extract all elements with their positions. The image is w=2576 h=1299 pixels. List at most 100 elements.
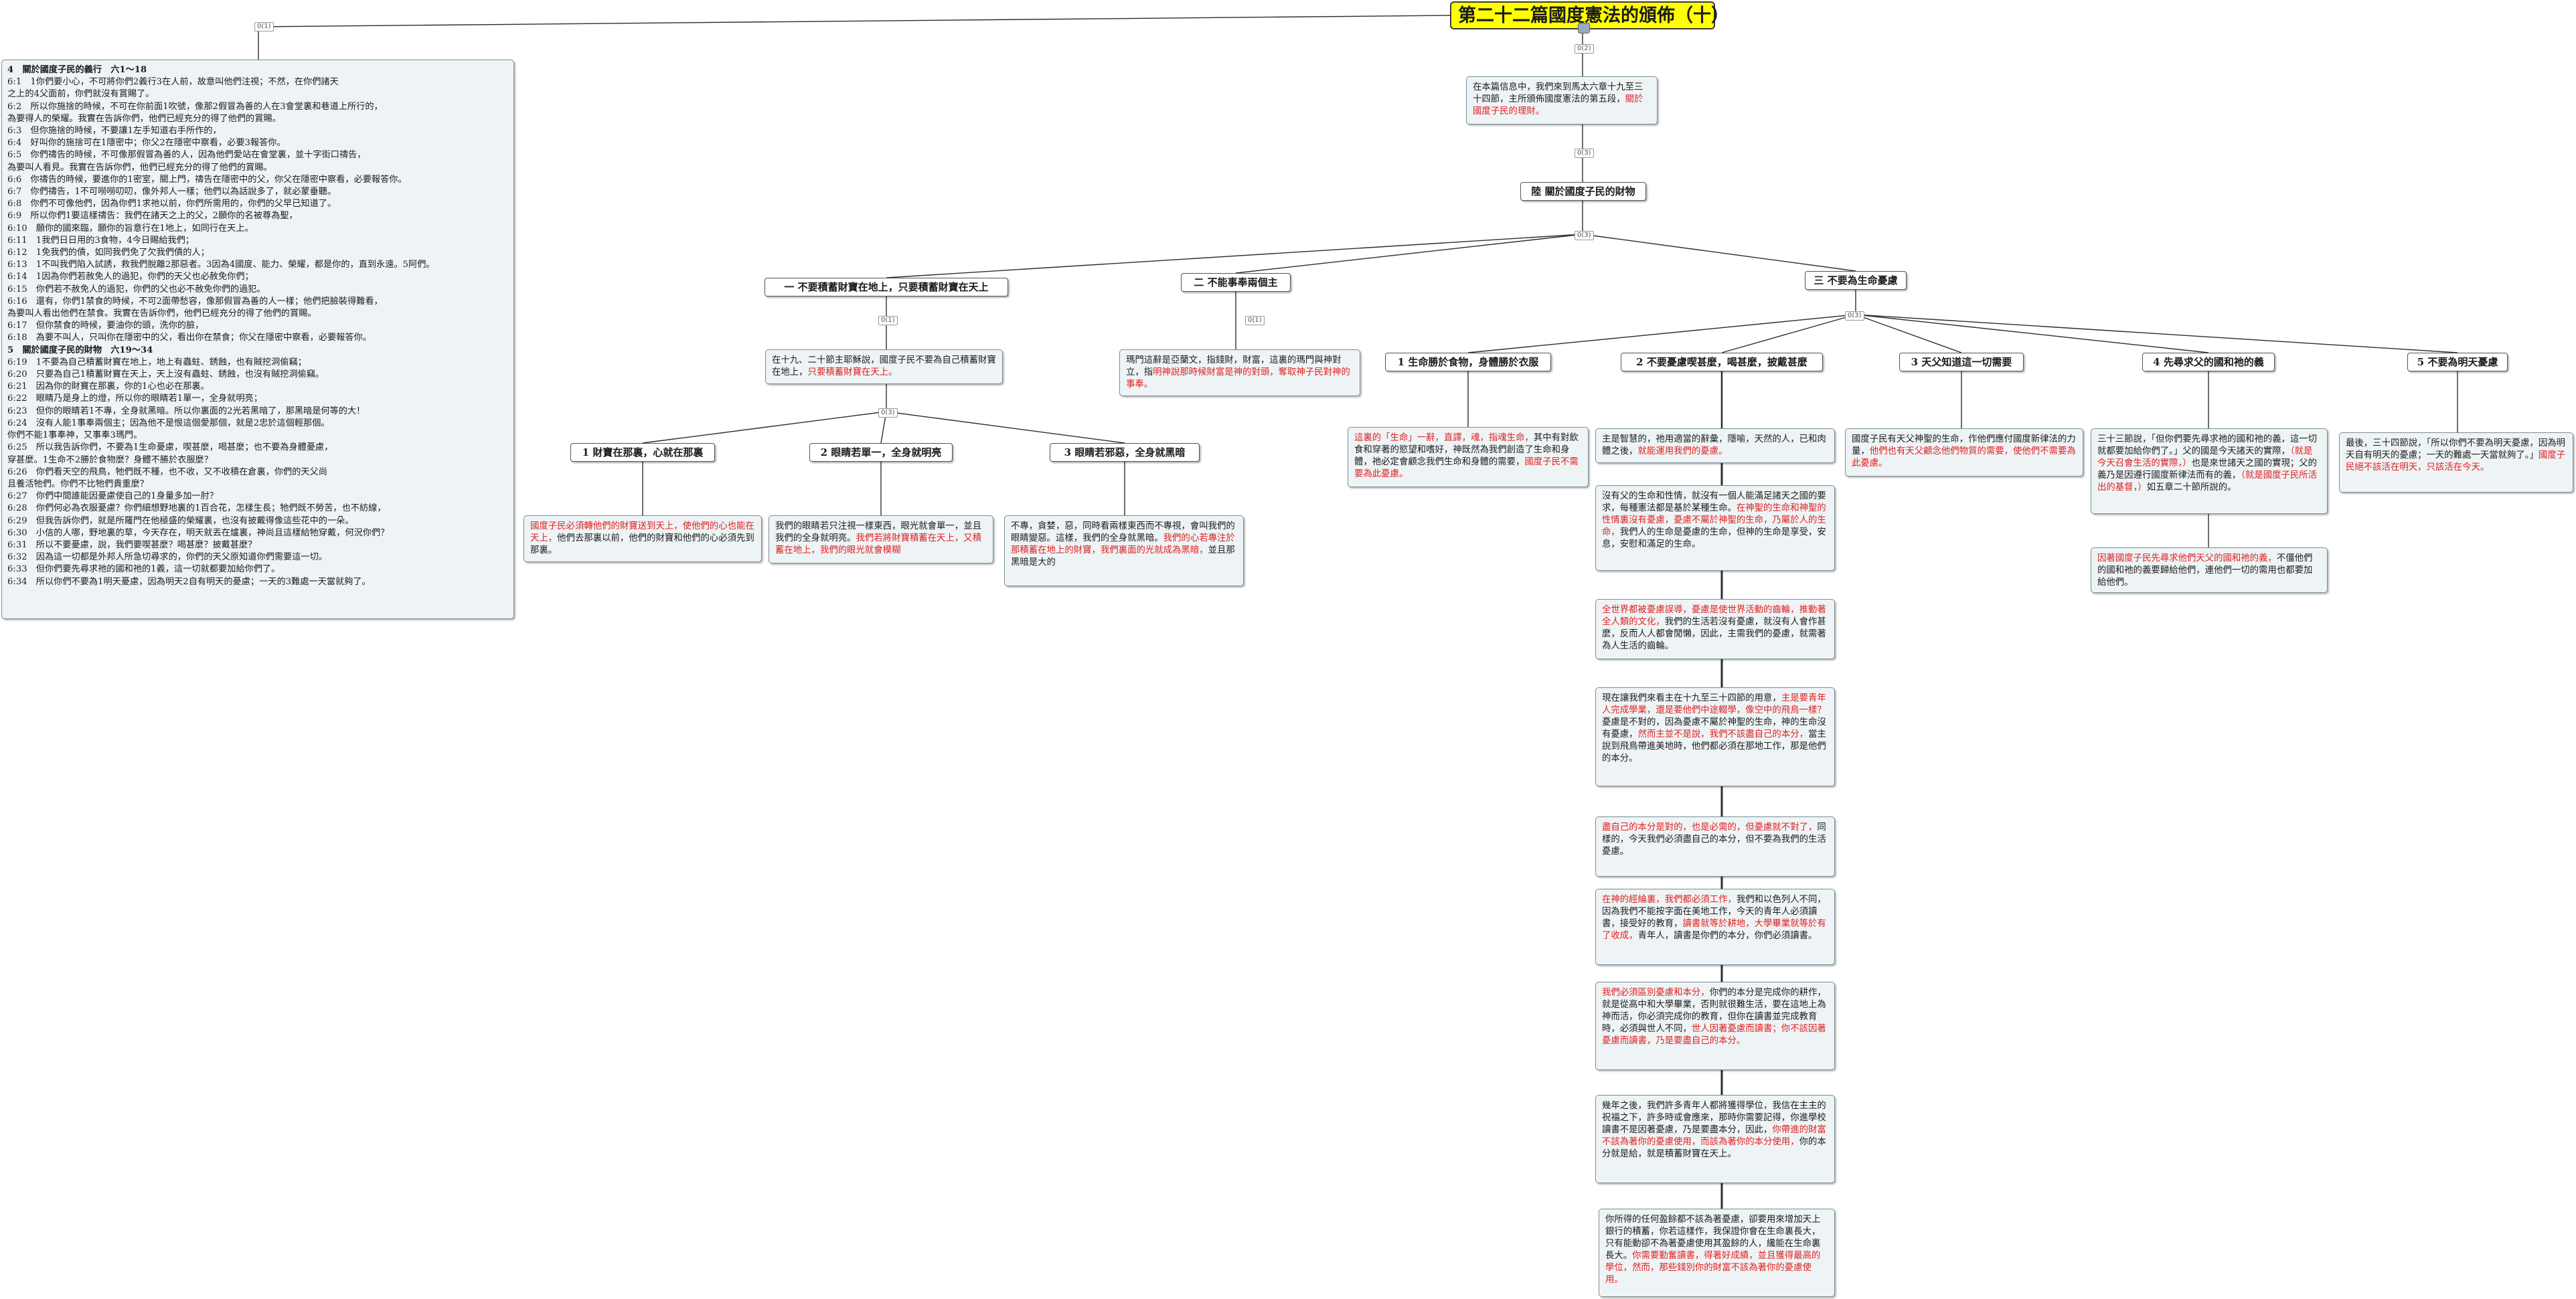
branch-1-sub-3-highlight: 我們的心若專注於那積蓄在地上的財寶，我們裏面的光就成為黑暗， — [1011, 533, 1235, 555]
collapse-count-left[interactable]: 0(1) — [254, 22, 274, 31]
branch-3-sub-4-title[interactable]: 4 先尋求父的國和祂的義 — [2142, 353, 2275, 371]
branch-2-note[interactable]: 瑪門這辭是亞蘭文，指錢財，財富，這裏的瑪門與神對立，指明神說那時候財富是神的對頭… — [1119, 349, 1360, 396]
collapse-count-b1-note[interactable]: 0(3) — [878, 408, 898, 418]
branch-1-title[interactable]: 一 不要積蓄財寶在地上，只要積蓄財寶在天上 — [764, 278, 1008, 296]
collapse-count-b1[interactable]: 0(1) — [878, 316, 898, 325]
branch-3-sub-4-note-2[interactable]: 因著國度子民先尋求他們天父的國和祂的義，不僵他們的國和祂的義要歸給他們，連他們一… — [2091, 547, 2328, 593]
branch-3-sub-3-note[interactable]: 國度子民有天父神聖的生命，作他們應付國度新律法的力量，他們也有天父顧念他們物質的… — [1845, 428, 2083, 477]
b3s2-note-7[interactable]: 我們必須區別憂慮和本分，你們的本分是完成你的耕作，就是從高中和大學畢業，否則就很… — [1595, 982, 1835, 1070]
b3s2-note-4[interactable]: 現在讓我們來看主在十九至三十四節的用意，主是要青年人完成學業，還是要他們中途輟學… — [1595, 687, 1835, 786]
root-topic[interactable]: 第二十二篇國度憲法的頒佈（十） — [1450, 1, 1729, 29]
b3s2-note-1[interactable]: 主是智慧的，祂用適當的辭彙，隱喻，天然的人，已和肉體之後，就能運用我們的憂慮。 — [1595, 428, 1835, 463]
scripture-line-b-5: 6:24 沒有人能1事奉兩個主；因為他不是恨這個愛那個，就是2忠於這個輕那個。 — [7, 418, 330, 428]
b3s2-note-2-highlight: 在神聖的生命和神聖的性情裏沒有憂慮，憂慮不屬於神聖的生命，乃屬於人的生命， — [1602, 503, 1826, 537]
b3s2-note-5-highlight: 盡自己的本分是對的，也是必需的，但憂慮就不對了， — [1602, 822, 1818, 833]
collapse-count-b3[interactable]: 0(3) — [1845, 311, 1864, 321]
branch-2-title[interactable]: 二 不能事奉兩個主 — [1181, 273, 1291, 292]
scripture-line-a-3: 為要得人的榮耀。我實在告訴你們，他們已經充分的得了他們的賞賜。 — [7, 113, 281, 124]
scripture-line-b-15: 6:31 所以不要憂慮，說，我們要喫甚麼？喝甚麼？披戴甚麼？ — [7, 539, 257, 550]
branch-1-note-highlight: 只要積蓄財寶在天上。 — [807, 367, 898, 377]
scripture-line-a-1: 之上的4父面前，你們就沒有賞賜了。 — [7, 89, 155, 100]
left-scripture-panel[interactable]: 4 關於國度子民的義行 六1～18 6:1 1你們要小心，不可將你們2義行3在人… — [1, 60, 514, 619]
branch-3-sub-4-note[interactable]: 三十三節說，「但你們要先尋求祂的國和祂的義，這一切就都要加給你們了。」父的國是今… — [2091, 428, 2328, 514]
scripture-line-a-5: 6:4 好叫你的施捨可在1隱密中；你父2在隱密中察看，必要3報答你。 — [7, 138, 286, 149]
intro-highlight: 關於國度子民的理財。 — [1473, 94, 1643, 116]
branch-1-sub-3-title[interactable]: 3 眼睛若邪惡，全身就黑暗 — [1050, 443, 1200, 462]
scripture-line-b-13: 6:29 但我告訴你們，就是所羅門在他極盛的榮耀裏，也沒有披戴得像這些花中的一朵… — [7, 515, 354, 526]
b3s2-note-7-highlight-1: 我們必須區別憂慮和本分， — [1602, 988, 1710, 998]
branch-3-sub-5-note[interactable]: 最後，三十四節說，「所以你們不要為明天憂慮，因為明天自有明天的憂慮；一天的難處一… — [2339, 432, 2573, 493]
b3s2-note-1-text: 主是智慧的，祂用適當的辭彙，隱喻，天然的人，已和肉體之後， — [1602, 434, 1826, 456]
b3s2-note-4-tail-2: 當主說到飛鳥帶進美地時，他們都必須在那地工作，那是他們的本分。 — [1602, 729, 1826, 764]
scripture-line-a-0: 6:1 1你們要小心，不可將你們2義行3在人前，故意叫他們注視；不然，在你們諸天 — [7, 77, 339, 88]
b3s2-note-9-text: 你所得的任何盈餘都不該為著憂慮，卻要用來增加天上銀行的積蓄，你若這樣作，我保證你… — [1605, 1215, 1821, 1261]
branch-3-sub-1-title[interactable]: 1 生命勝於食物，身體勝於衣服 — [1385, 353, 1551, 371]
collapse-count-b2[interactable]: 0(1) — [1245, 316, 1265, 325]
b3s2-note-6-text: 我們和以色列人不同，因為我們不能按字面在美地工作，今天的青年人必須讀書，接受好的… — [1602, 895, 1826, 929]
branch-1-sub-2-note[interactable]: 我們的眼睛若只注視一樣東西，眼光就會單一，並且我們的全身就明亮。我們若將財寶積蓄… — [769, 515, 993, 564]
scripture-line-b-1: 6:20 只要為自己1積蓄財寶在天上，天上沒有蟲蛀、銹蝕，也沒有賊挖洞偷竊。 — [7, 369, 325, 380]
branch-1-sub-3-note[interactable]: 不專，貪婪，惡，同時看兩樣東西而不專視，會叫我們的眼睛變惡。這樣，我們的全身就黑… — [1004, 515, 1244, 586]
scripture-line-a-12: 6:10 願你的國來臨，願你的旨意行在1地上，如同行在天上。 — [7, 223, 254, 234]
b3s2-note-4-text: 現在讓我們來看主在十九至三十四節的用意， — [1602, 693, 1781, 703]
b3s2-note-8-text: 幾年之後，我們許多青年人都將獲得學位，我信在主主的祝福之下，許多時或會應來，那時… — [1602, 1101, 1826, 1135]
section-heading-4: 4 關於國度子民的義行 六1～18 — [7, 65, 147, 75]
b3s2-note-6-tail: 青年人，讀書是你們的本分，你們必須讀書。 — [1637, 931, 1818, 941]
collapse-count-intro[interactable]: 0(3) — [1575, 149, 1594, 158]
b3s2-note-6[interactable]: 在神的經綸裏，我們都必須工作，我們和以色列人不同，因為我們不能按字面在美地工作，… — [1595, 889, 1835, 965]
scripture-line-a-8: 6:6 你禱告的時候，要進你的1密室，關上門，禱告在隱密中的父，你父在隱密中察看… — [7, 174, 407, 185]
intro-text: 在本篇信息中，我們來到馬太六章十九至三十四節，主所頒佈國度憲法的第五段， — [1473, 82, 1643, 104]
b3s2-note-6-highlight-2: 讀書就等於耕地，大學畢業就等於有了收成， — [1602, 919, 1826, 941]
branch-1-note[interactable]: 在十九、二十節主耶穌說，國度子民不要為自己積蓄財寶在地上，只要積蓄財寶在天上。 — [765, 349, 1003, 384]
branch-3-sub-1-highlight-2: 國度子民不需要為此憂慮。 — [1354, 457, 1579, 479]
branch-1-sub-1-highlight: 國度子民必須轉他們的財寶送到天上，使他們的心也能在天上， — [530, 521, 754, 543]
scripture-lines-6-1-18: 6:1 1你們要小心，不可將你們2義行3在人前，故意叫他們注視；不然，在你們諸天… — [7, 76, 508, 344]
branch-1-sub-1-note[interactable]: 國度子民必須轉他們的財寶送到天上，使他們的心也能在天上，他們去那裏以前，他們的財… — [524, 515, 762, 562]
branch-1-sub-2-highlight: 我們若將財寶積蓄在天上，又積蓄在地上，我們的眼光就會模糊 — [775, 533, 981, 555]
scripture-line-b-10: 且養活牠們。你們不比牠們貴重麼？ — [7, 479, 149, 489]
b3s2-note-2-tail: 我們人的生命是憂慮的生命，但神的生命是享受，安息，安慰和滿足的生命。 — [1602, 527, 1826, 549]
b3s2-note-9[interactable]: 你所得的任何盈餘都不該為著憂慮，卻要用來增加天上銀行的積蓄，你若這樣作，我保證你… — [1599, 1209, 1835, 1297]
b3s2-note-4-highlight-2: 然而主並不是說，我們不該盡自己的本分， — [1637, 729, 1808, 740]
b3s2-note-2[interactable]: 沒有父的生命和性情，就沒有一個人能滿足諸天之國的要求，每種憲法都是基於某種生命。… — [1595, 485, 1835, 571]
scripture-line-a-20: 6:17 但你禁食的時候，要油你的頭，洗你的臉， — [7, 321, 204, 331]
b3s2-note-3[interactable]: 全世界都被憂慮誤導，憂慮是使世界活動的齒輪，推動著全人類的文化，我們的生活若沒有… — [1595, 599, 1835, 659]
b3s2-note-6-highlight-1: 在神的經綸裏，我們都必須工作， — [1602, 895, 1737, 905]
scripture-line-b-8: 穿甚麼。1生命不2勝於食物麼？身體不勝於衣服麼？ — [7, 454, 213, 465]
branch-3-sub-4-highlight-2: （就是國度子民所活出的基督，） — [2097, 470, 2318, 493]
scripture-line-b-2: 6:21 因為你的財寶在那裏，你的1心也必在那裏。 — [7, 381, 210, 392]
branch-3-sub-4-text: 三十三節說，「但你們要先尋求祂的國和祂的義，這一切就都要加給你們了。」父的國是今… — [2097, 434, 2318, 456]
main-topic[interactable]: 陸 關於國度子民的財物 — [1520, 182, 1646, 201]
scripture-line-a-21: 6:18 為要不叫人，只叫你在隱密中的父，看出你在禁食；你父在隱密中察看，必要報… — [7, 333, 372, 343]
branch-3-sub-3-highlight: 他們也有天父顧念他們物質的需要，使他們不需要為此憂慮。 — [1852, 446, 2076, 468]
intro-note[interactable]: 在本篇信息中，我們來到馬太六章十九至三十四節，主所頒佈國度憲法的第五段，關於國度… — [1466, 76, 1658, 124]
scripture-line-a-16: 6:14 1因為你們若赦免人的過犯，你們的天父也必赦免你們； — [7, 272, 254, 282]
scripture-line-b-3: 6:22 眼睛乃是身上的燈，所以你的眼睛若1單一，全身就明亮； — [7, 394, 262, 404]
branch-1-sub-2-title[interactable]: 2 眼睛若單一，全身就明亮 — [809, 443, 953, 462]
b3s2-note-8[interactable]: 幾年之後，我們許多青年人都將獲得學位，我信在主主的祝福之下，許多時或會應來，那時… — [1595, 1095, 1835, 1183]
collapse-count-main[interactable]: 0(3) — [1575, 231, 1594, 240]
collapse-count-root[interactable]: 0(2) — [1575, 44, 1594, 54]
branch-3-sub-4-tail-2: 如五章二十節所說的。 — [2146, 483, 2237, 493]
branch-3-sub-1-note[interactable]: 這裏的「生命」一辭，直譯，魂，指魂生命，其中有對飲食和穿著的慾望和嗜好，神既然為… — [1348, 427, 1589, 487]
scripture-line-b-14: 6:30 小信的人哪，野地裏的草，今天存在，明天就丟在爐裏，神尚且這樣給牠穿戴，… — [7, 527, 390, 538]
branch-3-sub-1-text: 其中有對飲食和穿著的慾望和嗜好，神既然為我們創造了生命和身體，祂必定會顧念我們生… — [1354, 433, 1579, 467]
b3s2-note-3-highlight: 全世界都被憂慮誤導，憂慮是使世界活動的齒輪，推動著全人類的文化， — [1602, 605, 1826, 627]
branch-3-sub-4-tail-1: 也是來世諸天之國的實現；父的義乃是因遵行國度新律法而有的義， — [2097, 458, 2318, 481]
scripture-line-a-15: 6:13 1不叫我們陷入試誘，救我們脫離2那惡者。3因為4國度、能力、榮耀，都是… — [7, 260, 435, 270]
branch-3-title[interactable]: 三 不要為生命憂慮 — [1805, 271, 1907, 290]
branch-3-sub-5-title[interactable]: 5 不要為明天憂慮 — [2407, 353, 2508, 371]
scripture-line-a-11: 6:9 所以你們1要這樣禱告：我們在諸天之上的父，2願你的名被尊為聖， — [7, 211, 298, 222]
branch-3-sub-2-title[interactable]: 2 不要憂慮喫甚麼，喝甚麼，披戴甚麼 — [1621, 353, 1823, 371]
branch-2-highlight: 明神說那時候財富是神的對頭，奪取神子民對神的事奉。 — [1126, 367, 1350, 389]
branch-1-note-text: 在十九、二十節主耶穌說，國度子民不要為自己積蓄財寶在地上， — [772, 355, 996, 377]
b3s2-note-5[interactable]: 盡自己的本分是對的，也是必需的，但憂慮就不對了，同樣的，今天我們必須盡自己的本分… — [1595, 816, 1835, 877]
b3s2-note-1-highlight: 就能運用我們的憂慮。 — [1637, 446, 1728, 456]
scripture-line-b-17: 6:33 但你們要先尋求祂的國和祂的1義，這一切就都要加給你們了。 — [7, 564, 280, 575]
b3s2-note-9-highlight: 你需要勤奮讀書，得著好成績，並且獲得最高的學位，然而，那些錢別你的財富不該為著你… — [1605, 1251, 1821, 1285]
branch-3-sub-3-title[interactable]: 3 天父知道這一切需要 — [1899, 353, 2024, 371]
scripture-line-a-4: 6:3 但你施捨的時候，不要讓1左手知道右手所作的， — [7, 126, 222, 137]
b3s2-note-7-highlight-2: 世人因著憂慮而讀書；你不該因著憂慮而讀書，乃是要盡自己的本分。 — [1602, 1024, 1826, 1046]
b3s2-note-5-text: 同樣的，今天我們必須盡自己的本分，但不要為我們的生活憂慮。 — [1602, 822, 1826, 857]
branch-1-sub-1-title[interactable]: 1 財寶在那裏，心就在那裏 — [570, 443, 715, 462]
